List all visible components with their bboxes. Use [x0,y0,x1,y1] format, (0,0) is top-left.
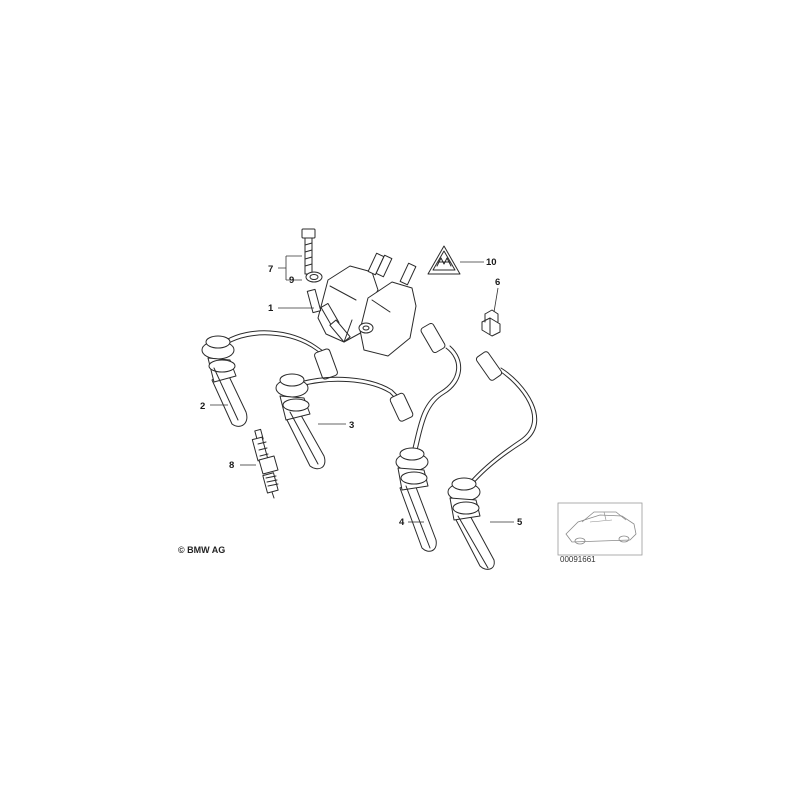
washer[interactable] [305,271,323,283]
ignition-lead-5[interactable] [447,351,538,570]
spark-plug[interactable] [251,428,279,499]
callout-2: 2 [200,401,205,412]
callout-5: 5 [517,517,523,528]
callout-3: 3 [349,420,354,431]
document-number: 00091661 [560,555,596,564]
bolt[interactable] [301,228,316,275]
callout-6: 6 [495,277,500,288]
callout-4: 4 [399,517,405,528]
ignition-lead-3[interactable] [275,373,414,470]
copyright-notice: © BMW AG [178,545,226,555]
callout-labels: 7 9 1 2 3 8 4 5 10 6 [200,257,523,528]
callout-1: 1 [268,303,274,314]
leader-lines [210,255,514,523]
cable-clip[interactable] [481,309,501,337]
callout-7: 7 [268,264,273,275]
callout-9: 9 [289,275,294,286]
vehicle-thumbnail [557,502,643,556]
ignition-lead-2[interactable] [201,330,338,427]
ignition-lead-4[interactable] [395,322,462,552]
callout-10: 10 [486,257,497,268]
callout-8: 8 [229,460,234,471]
warning-label[interactable] [427,245,461,275]
ignition-coil[interactable] [306,252,417,357]
